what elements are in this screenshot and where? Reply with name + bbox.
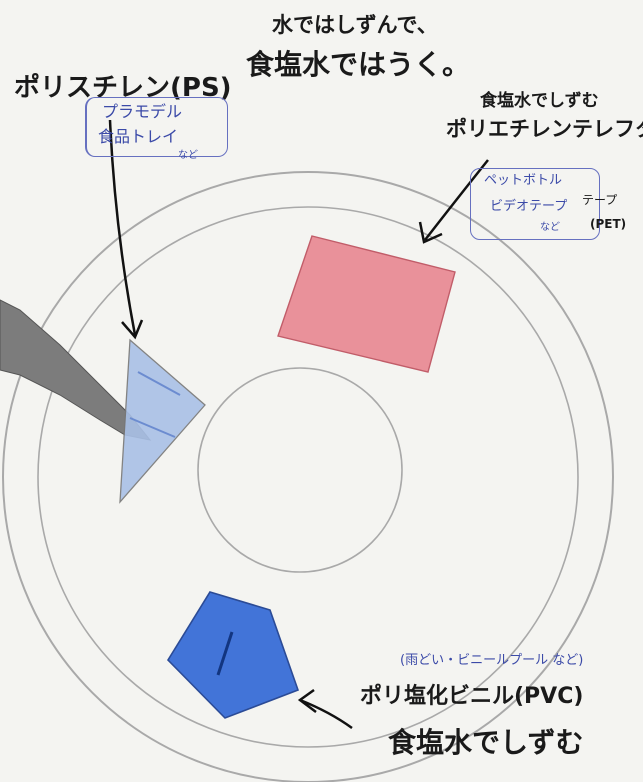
top-note-line1: 水ではしずんで、 [272, 14, 438, 37]
pvc-sample-pentagon [168, 592, 298, 718]
ps-example-2: 食品トレイ [98, 128, 178, 146]
pvc-name-label: ポリ塩化ビニル(PVC) [360, 685, 583, 709]
pet-example-1: ペットボトル [484, 174, 562, 188]
pet-example-2: ビデオテープ [490, 200, 567, 214]
ps-example-3: など [178, 150, 198, 161]
pet-example-3: など [540, 222, 560, 233]
center-circle [198, 368, 402, 572]
ps-sample-triangle [120, 340, 205, 502]
pet-behavior-label: 食塩水でしずむ [480, 92, 599, 111]
top-note-line2: 食塩水ではうく。 [246, 50, 470, 81]
pvc-arrow [300, 690, 352, 728]
pet-abbr-label: (PET) [590, 218, 626, 231]
pet-name-label: ポリエチレンテレフタ [446, 118, 643, 141]
ps-example-1: プラモデル [102, 103, 182, 121]
pvc-examples-label: (雨どい・ビニールプール など) [400, 654, 583, 668]
pet-example-extra: テープ [582, 194, 617, 207]
pet-sample-rectangle [278, 236, 455, 372]
pvc-behavior-label: 食塩水でしずむ [388, 728, 583, 759]
